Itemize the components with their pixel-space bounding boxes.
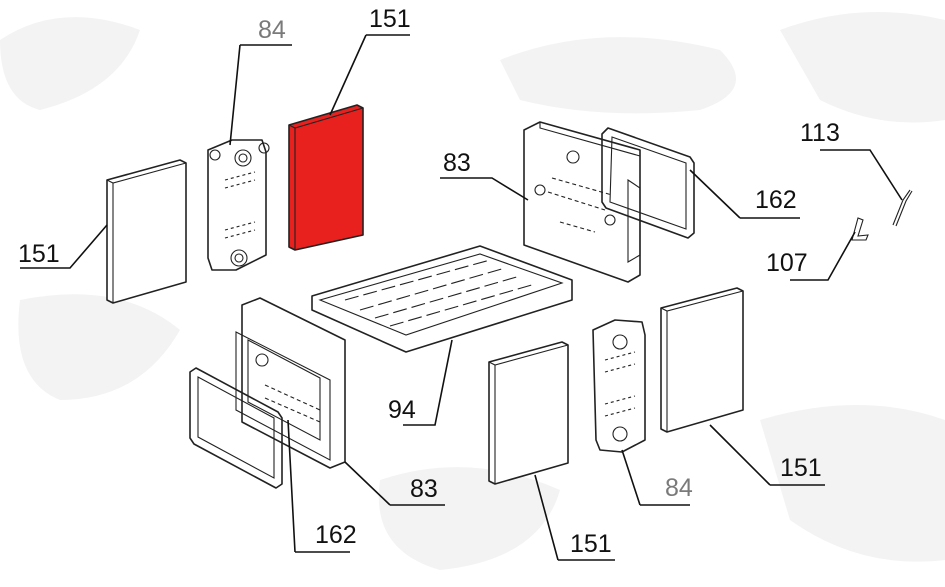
label-151-left: 151 (18, 240, 60, 268)
brick-151-bottom[interactable] (488, 341, 569, 485)
label-84-top: 84 (258, 16, 286, 44)
label-113: 113 (800, 119, 840, 147)
label-83-front: 83 (410, 475, 438, 503)
side-plate-84-right[interactable] (592, 319, 646, 453)
label-162-front: 162 (315, 521, 357, 549)
label-107: 107 (766, 249, 808, 277)
label-84-right: 84 (665, 474, 693, 502)
label-162-back: 162 (755, 186, 797, 214)
label-151-right: 151 (780, 454, 822, 482)
leader-lines (20, 34, 903, 561)
brick-151-left[interactable] (106, 159, 187, 304)
background-watermark (0, 12, 945, 570)
gasket-162-front[interactable] (189, 367, 283, 489)
gasket-162-back[interactable] (601, 127, 695, 239)
part-labels: 151 84 151 83 162 113 107 94 83 162 84 1… (18, 5, 840, 558)
label-94: 94 (388, 396, 416, 424)
label-83-back: 83 (443, 149, 471, 177)
back-wall-83[interactable] (523, 121, 641, 283)
grate-94[interactable] (311, 245, 573, 353)
front-door-83[interactable] (235, 297, 346, 469)
label-151-bottom: 151 (570, 530, 612, 558)
clip-107[interactable] (851, 217, 869, 241)
label-151-top: 151 (369, 5, 411, 33)
rod-113[interactable] (892, 189, 913, 227)
brick-151-right[interactable] (660, 287, 744, 433)
brick-151-top-highlighted[interactable] (288, 104, 364, 251)
side-plate-84-top[interactable] (207, 139, 270, 271)
